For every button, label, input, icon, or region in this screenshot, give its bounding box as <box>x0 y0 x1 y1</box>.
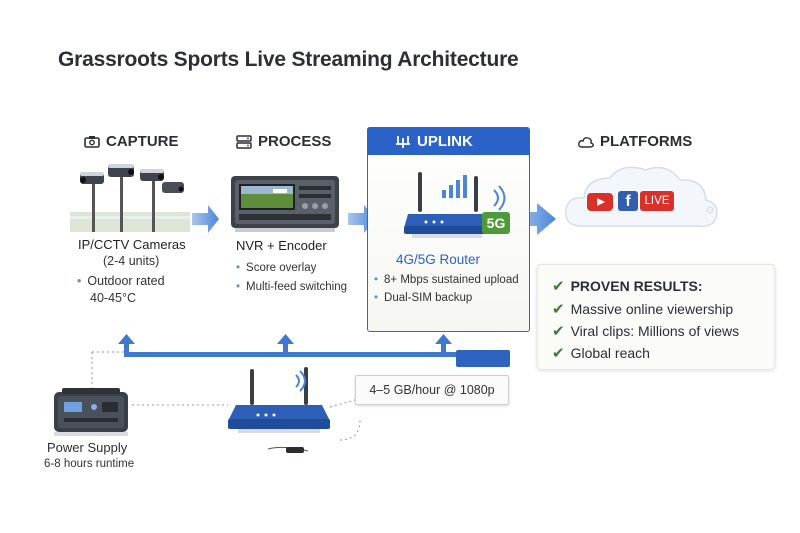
bitrate-note: 4–5 GB/hour @ 1080p <box>355 375 509 405</box>
antenna-icon <box>396 135 410 148</box>
cloud-icon <box>578 136 594 148</box>
network-router-illustration <box>228 367 330 453</box>
platforms-header: PLATFORMS <box>578 133 692 150</box>
platforms-header-label: PLATFORMS <box>600 133 693 150</box>
results-item-3: ✔Global reach <box>552 345 650 362</box>
power-bus-end <box>456 350 510 367</box>
checkmark-icon: ✔ <box>552 301 565 318</box>
checkmark-icon: ✔ <box>552 323 565 340</box>
checkmark-icon: ✔ <box>552 278 565 295</box>
capture-bullet-2: 40-45°C <box>90 291 136 305</box>
power-arrow-capture <box>118 334 135 344</box>
power-supply-runtime: 6-8 hours runtime <box>44 458 135 470</box>
capture-sublabel: (2-4 units) <box>103 254 160 268</box>
power-supply-label: Power Supply <box>47 440 128 455</box>
diagram-title: Grassroots Sports Live Streaming Archite… <box>58 48 519 71</box>
capture-bullet-1: •Outdoor rated <box>77 274 165 288</box>
process-header-label: PROCESS <box>258 133 332 150</box>
youtube-icon <box>587 193 613 211</box>
power-arrow-process <box>277 334 294 344</box>
camera-icon <box>84 135 100 148</box>
process-bullet-2: •Multi-feed switching <box>236 281 348 293</box>
process-bullet-1: •Score overlay <box>236 262 317 274</box>
power-bus-line <box>124 352 462 357</box>
uplink-bullet-2: •Dual-SIM backup <box>374 292 473 304</box>
flow-arrow-uplink-platforms <box>513 203 556 235</box>
power-supply-illustration <box>54 388 128 436</box>
capture-label: IP/CCTV Cameras <box>78 237 186 252</box>
server-icon <box>236 134 252 149</box>
uplink-bullet-1: •8+ Mbps sustained upload <box>374 274 519 286</box>
power-arrow-uplink <box>435 334 452 344</box>
facebook-icon: f <box>618 191 638 211</box>
uplink-header: UPLINK <box>395 133 473 150</box>
process-label: NVR + Encoder <box>236 238 327 253</box>
checkmark-icon: ✔ <box>552 345 565 362</box>
results-item-1: ✔Massive online viewership <box>552 301 734 318</box>
capture-header: CAPTURE <box>84 133 179 150</box>
results-item-2: ✔Viral clips: Millions of views <box>552 323 740 340</box>
5g-badge: 5G <box>482 212 510 234</box>
uplink-header-bar: UPLINK <box>367 127 529 155</box>
capture-header-label: CAPTURE <box>106 133 179 150</box>
uplink-header-label: UPLINK <box>417 133 473 150</box>
process-header: PROCESS <box>236 133 331 150</box>
flow-arrow-capture-process <box>192 205 219 233</box>
uplink-label: 4G/5G Router <box>396 252 481 267</box>
router-5g-illustration <box>404 172 506 238</box>
live-badge: LIVE <box>640 191 674 211</box>
results-panel: ✔PROVEN RESULTS: ✔Massive online viewers… <box>537 264 775 370</box>
nvr-encoder-illustration <box>231 176 339 232</box>
results-heading: ✔PROVEN RESULTS: <box>552 278 703 295</box>
cctv-cameras-illustration <box>70 164 190 232</box>
